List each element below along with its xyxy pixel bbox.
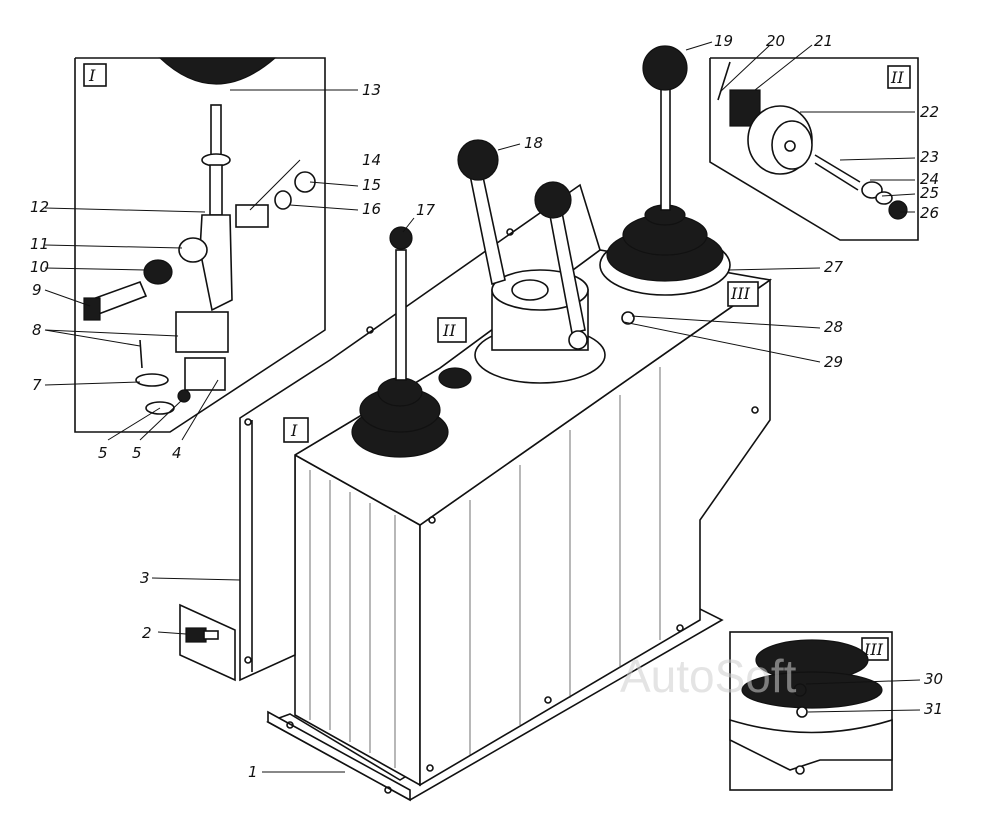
inset-II-label: II xyxy=(890,68,904,87)
callout-31: 31 xyxy=(924,700,943,718)
callout-29: 29 xyxy=(824,353,843,371)
callout-4: 4 xyxy=(172,444,182,462)
marker-III: III xyxy=(730,284,751,303)
callout-20: 20 xyxy=(766,32,785,50)
slot-opening xyxy=(438,367,472,389)
inset-III: III xyxy=(729,631,893,791)
callout-12: 12 xyxy=(30,198,49,216)
callout-25: 25 xyxy=(920,184,939,202)
callout-24: 24 xyxy=(920,170,939,188)
callout-labels: 1 2 3 4 5 5 7 8 9 10 11 12 13 14 15 16 1… xyxy=(30,32,943,781)
lever-17-assembly xyxy=(351,226,449,458)
callout-2: 2 xyxy=(142,624,152,642)
callout-5b: 5 xyxy=(132,444,142,462)
callout-22: 22 xyxy=(920,103,939,121)
callout-28: 28 xyxy=(824,318,843,336)
callout-26: 26 xyxy=(920,204,939,222)
inset-III-label: III xyxy=(863,640,884,659)
callout-9: 9 xyxy=(32,281,42,299)
callout-14: 14 xyxy=(362,151,381,169)
view-markers: I II III xyxy=(283,281,759,443)
callout-10: 10 xyxy=(30,258,49,276)
callout-15: 15 xyxy=(362,176,381,194)
callout-7: 7 xyxy=(32,376,42,394)
callout-18: 18 xyxy=(524,134,543,152)
callout-21: 21 xyxy=(814,32,833,50)
callout-30: 30 xyxy=(924,670,943,688)
callout-13: 13 xyxy=(362,81,381,99)
callout-19: 19 xyxy=(714,32,733,50)
callout-16: 16 xyxy=(362,200,381,218)
callout-23: 23 xyxy=(920,148,939,166)
callout-1: 1 xyxy=(248,763,258,781)
inset-I: I xyxy=(74,57,326,433)
marker-I: I xyxy=(290,421,298,440)
leader-lines xyxy=(44,41,921,773)
callout-3: 3 xyxy=(140,569,150,587)
inset-I-label: I xyxy=(88,66,96,85)
marker-II: II xyxy=(442,321,456,340)
mounting-bracket xyxy=(179,603,236,682)
lever-19-assembly xyxy=(599,45,731,325)
callout-8: 8 xyxy=(32,321,42,339)
callout-11: 11 xyxy=(30,235,49,253)
callout-5a: 5 xyxy=(98,444,108,462)
callout-17: 17 xyxy=(416,201,436,219)
lever-18-assembly xyxy=(457,139,606,384)
inset-II: II xyxy=(709,57,919,241)
callout-27: 27 xyxy=(824,258,844,276)
watermark: AutoSoft xyxy=(620,650,797,702)
